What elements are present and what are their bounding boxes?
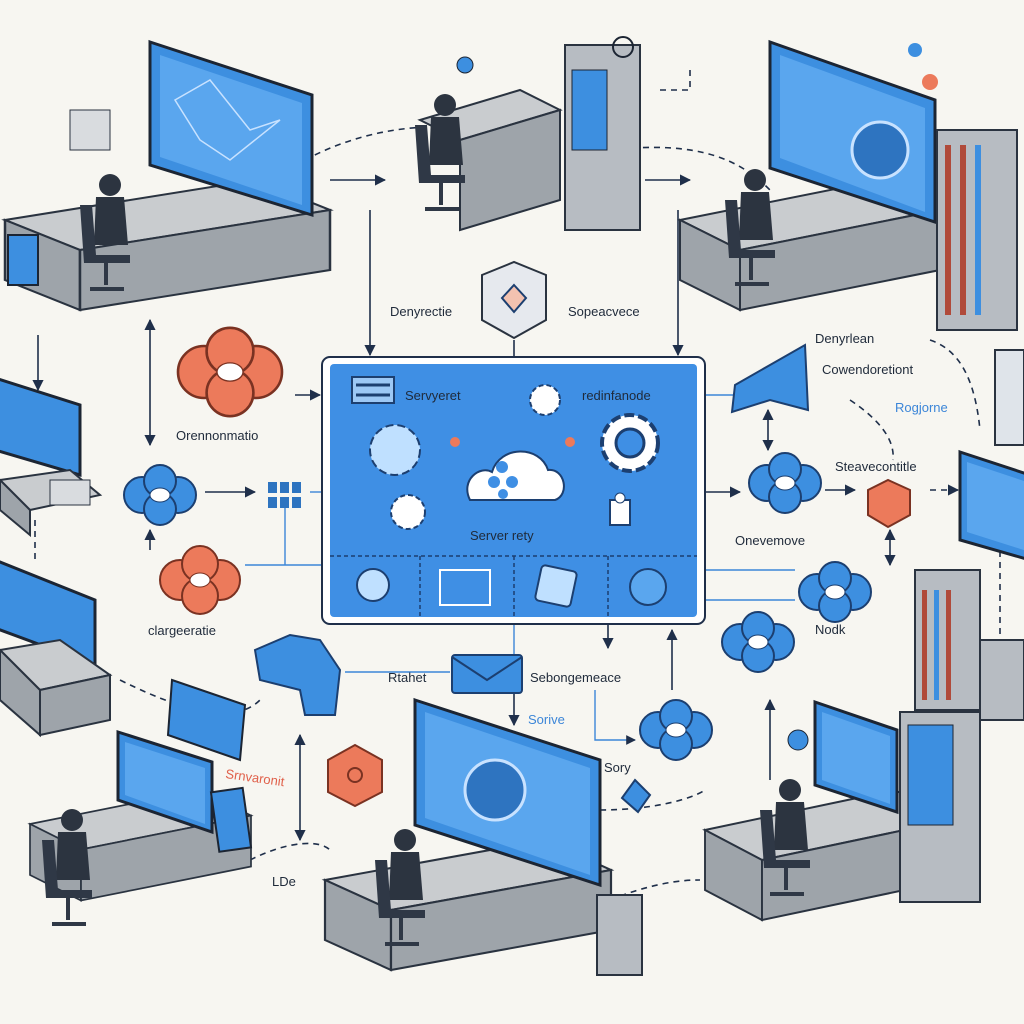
label-right-blue: Rogjorne (895, 400, 948, 415)
label-serve: Sorive (528, 712, 565, 727)
workstation-top-center (413, 36, 641, 232)
robot-icon (609, 492, 631, 526)
label-right-3: Steavecontitle (835, 459, 917, 474)
blue-flower-node (123, 464, 197, 526)
workstation-bottom-right (704, 699, 981, 921)
labels: Denyrectie Sopeacvece Orennonmatio clarg… (148, 304, 948, 889)
orange-hex-node (327, 743, 383, 808)
list-icon (351, 376, 395, 404)
label-right-1: Denyrlean (815, 331, 874, 346)
puzzle-icon (534, 564, 578, 608)
envelope-icon (451, 654, 523, 694)
workstation-top-left (3, 39, 332, 312)
webcam-icon (356, 568, 390, 602)
blue-flower-node (798, 561, 872, 623)
workstation-left-middle (0, 378, 103, 538)
label-left-lower: clargeeratie (148, 623, 216, 638)
nodes (123, 260, 911, 814)
circuit-icon (439, 569, 491, 606)
gear-icon (529, 384, 561, 416)
orange-hex-node (867, 478, 911, 529)
panel-label-top-right: redinfanode (582, 388, 651, 403)
gear-icon (390, 494, 426, 530)
orange-flower-node (176, 326, 284, 418)
blue-key-node (253, 633, 342, 716)
workstation-bottom-center (323, 697, 643, 976)
gear-icon (369, 424, 421, 476)
blue-flower-node (639, 699, 713, 761)
small-badge-icon (620, 778, 652, 814)
label-mail-left: Rtahet (388, 670, 427, 685)
workstation-bottom-left (29, 678, 253, 926)
workstation-top-right (679, 39, 1018, 331)
label-red: Srnvaronit (225, 766, 286, 789)
label-sory: Sory (604, 760, 631, 775)
label-right-2: Cowendoretiont (822, 362, 913, 377)
orange-flower-node (159, 545, 241, 615)
label-right-5: Nodk (815, 622, 846, 637)
cloud-icon (466, 450, 565, 501)
blue-flower-node (748, 452, 822, 514)
label-lde: LDe (272, 874, 296, 889)
workstation-right-middle (914, 349, 1024, 721)
server-grid-icon (268, 482, 301, 508)
blue-flower-node (721, 611, 795, 673)
label-left-upper: Orennonmatio (176, 428, 258, 443)
label-mail-right: Sebongemeace (530, 670, 621, 685)
panel-label-center: Server rety (470, 528, 534, 543)
central-panel: Servyeret redinfanode Server rety (321, 356, 706, 625)
label-right-4: Onevemove (735, 533, 805, 548)
blue-arrow-node (730, 343, 810, 414)
panel-label-top-left: Servyeret (405, 388, 461, 403)
badge-icon (629, 568, 667, 606)
label-top-right: Sopeacvece (568, 304, 640, 319)
workstation-left-lower (0, 560, 113, 738)
label-top-left: Denyrectie (390, 304, 452, 319)
